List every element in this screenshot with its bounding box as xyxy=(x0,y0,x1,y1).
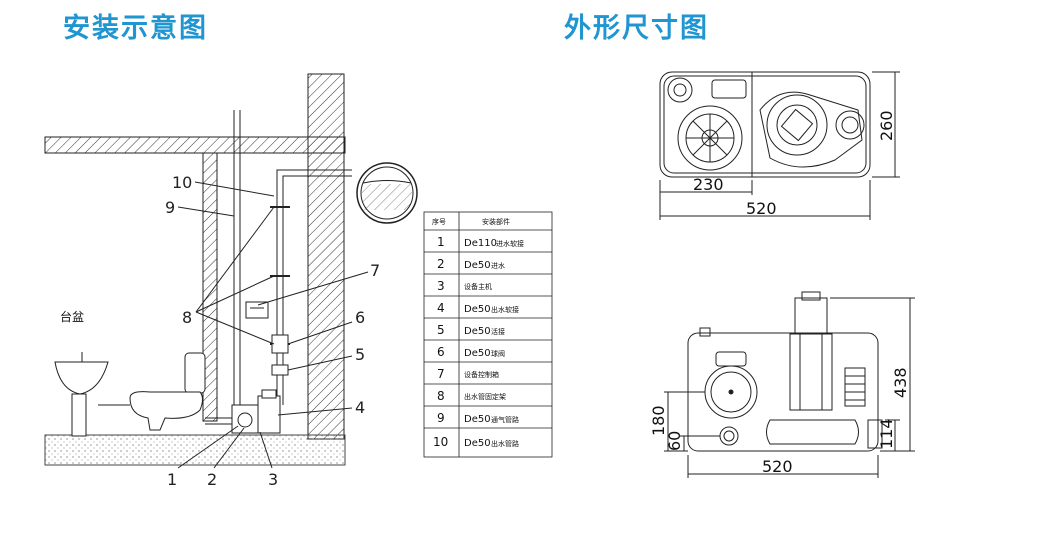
install-diagram-title: 安装示意图 xyxy=(63,13,208,44)
row-text: 设备控制箱 xyxy=(464,370,499,379)
row-text: 设备主机 xyxy=(464,282,492,291)
toilet-drawing xyxy=(129,352,206,431)
row-no: 7 xyxy=(437,367,445,381)
parts-table xyxy=(423,211,553,458)
dim-front-520: 520 xyxy=(762,457,793,476)
dim-top-230: 230 xyxy=(693,175,724,194)
row-text: 活接 xyxy=(491,327,505,336)
callout-2: 2 xyxy=(207,470,217,489)
row-no: 2 xyxy=(437,257,445,271)
row-text: 出水管固定架 xyxy=(464,392,506,401)
table-header-no: 序号 xyxy=(432,217,446,226)
callout-8: 8 xyxy=(182,308,192,327)
basin-label: 台盆 xyxy=(60,309,84,324)
callout-10: 10 xyxy=(172,173,192,192)
union xyxy=(271,364,289,376)
row-prefix: De50 xyxy=(464,414,491,425)
callout-5: 5 xyxy=(355,345,365,364)
row-no: 1 xyxy=(437,235,445,249)
callout-6: 6 xyxy=(355,308,365,327)
row-prefix: De50 xyxy=(464,326,491,337)
row-text: 通气管路 xyxy=(491,415,519,424)
row-text: 进水 xyxy=(491,261,505,270)
row-text: 出水管路 xyxy=(491,439,519,448)
callout-9: 9 xyxy=(165,198,175,217)
wash-basin-drawing xyxy=(54,352,109,437)
right-wall xyxy=(307,73,345,440)
row-text: 球阀 xyxy=(491,349,505,358)
inner-wall xyxy=(202,152,218,422)
pump-motor xyxy=(257,395,281,434)
table-header-part: 安装部件 xyxy=(482,217,510,226)
row-no: 9 xyxy=(437,411,445,425)
callout-3: 3 xyxy=(268,470,278,489)
dim-front-438: 438 xyxy=(891,367,910,398)
dim-front-60: 60 xyxy=(665,431,684,451)
row-prefix: De50 xyxy=(464,438,491,449)
device-unit xyxy=(231,404,259,434)
row-prefix: De110 xyxy=(464,238,497,249)
row-no: 4 xyxy=(437,301,445,315)
dim-front-114: 114 xyxy=(877,418,896,449)
row-prefix: De50 xyxy=(464,260,491,271)
row-no: 8 xyxy=(437,389,445,403)
row-no: 3 xyxy=(437,279,445,293)
floor-slab xyxy=(44,434,346,466)
ceiling-slab xyxy=(44,136,346,154)
dimension-diagram-title: 外形尺寸图 xyxy=(564,13,709,44)
control-box xyxy=(245,301,269,319)
callout-7: 7 xyxy=(370,261,380,280)
row-text: 出水软接 xyxy=(491,305,519,314)
callout-1: 1 xyxy=(167,470,177,489)
dim-top-260: 260 xyxy=(877,110,896,141)
installation-diagram xyxy=(44,73,418,469)
top-view-drawing xyxy=(659,71,900,220)
callout-4: 4 xyxy=(355,398,365,417)
front-view-drawing xyxy=(664,291,915,478)
row-no: 5 xyxy=(437,323,445,337)
row-no: 6 xyxy=(437,345,445,359)
dim-top-520: 520 xyxy=(746,199,777,218)
row-prefix: De50 xyxy=(464,348,491,359)
row-no: 10 xyxy=(433,435,448,449)
ball-valve xyxy=(271,334,289,354)
dim-front-180: 180 xyxy=(649,405,668,436)
row-text: 进水软接 xyxy=(496,239,524,248)
row-prefix: De50 xyxy=(464,304,491,315)
table-rows: 1 De110 进水软接 2 De50 进水 3 设备主机 4 De50 出水软… xyxy=(433,235,524,449)
